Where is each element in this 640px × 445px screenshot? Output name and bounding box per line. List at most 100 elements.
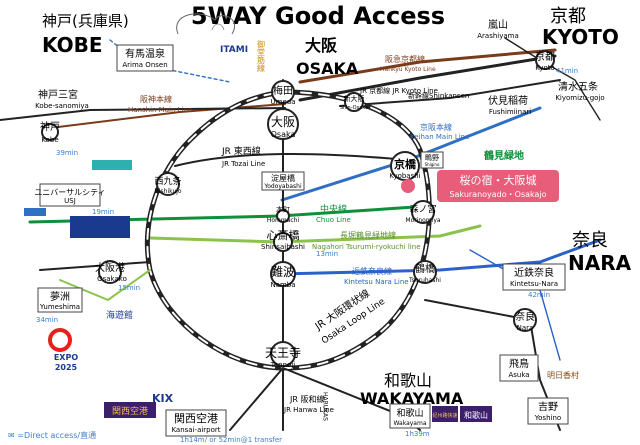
label-hanwa-en: JR Hanwa Line: [283, 406, 334, 414]
station-umeda-jp: 梅田: [273, 84, 293, 97]
station-usj-jp: ユニバーサルシティ: [34, 188, 105, 197]
station-osakako-en: Osakako: [97, 275, 127, 283]
station-asuka-en: Asuka: [508, 371, 529, 379]
time-kintetsu-nara: 42min: [528, 291, 550, 299]
station-yoshino-en: Yoshino: [534, 414, 561, 422]
station-kyoto-en: Kyoto: [535, 64, 555, 72]
landmarks: 鶴見緑地 海遊館 明日香村 HARUKAS EXPO 2025 関西空港 和歌山…: [24, 149, 579, 422]
station-kyobashi-jp: 京橋: [394, 157, 417, 171]
station-kobe-jp: 神戸: [40, 120, 60, 133]
time-tags: 41min 39min 19min 13min 42min 15min 34mi…: [36, 67, 578, 444]
station-asuka-jp: 飛鳥: [509, 357, 529, 370]
region-wakayama-en: WAKAYAMA: [360, 389, 464, 408]
usj-logo: [70, 216, 130, 238]
hotel-name-jp: 桜の宿・大阪城: [460, 173, 537, 187]
station-shinsaibashi-jp: 心斎橋: [267, 228, 300, 242]
region-wakayama-jp: 和歌山: [384, 371, 432, 390]
hanwa-line: [229, 367, 284, 431]
station-kyoto-jp: 京都: [535, 50, 555, 63]
label-hankyu-en: Hankyu Kyoto Line: [380, 66, 436, 73]
direct-access-icon: ✉: [8, 431, 15, 440]
station-tennoji-en: Tennoji: [270, 361, 295, 369]
station-osaka-jp: 大阪: [271, 115, 295, 129]
station-namba-en: Namba: [270, 281, 295, 289]
station-arima-en: Arima Onsen: [122, 61, 167, 69]
region-kobe-jp: 神戸(兵庫県): [42, 12, 129, 30]
time-yumeshima: 34min: [36, 316, 58, 324]
usj-train-icon: [92, 160, 132, 170]
label-chuo-en: Chuo Line: [316, 216, 351, 224]
region-nara-jp: 奈良: [572, 230, 608, 251]
time-wakayama: 1h39m: [405, 430, 430, 438]
station-yodoyabashi-en: Yodoyabashi: [263, 183, 302, 190]
hankyu-line: [298, 48, 557, 84]
region-kyoto-en: KYOTO: [542, 25, 619, 49]
station-nara-en: Nara: [517, 324, 534, 332]
time-kobe: 39min: [56, 149, 78, 157]
station-kobe-sannomiya-jp: 神戸三宮: [38, 88, 78, 101]
landmark-expo-year: 2025: [55, 363, 78, 372]
station-arima-jp: 有馬温泉: [125, 47, 165, 60]
label-midosuji: 御堂筋線: [257, 39, 266, 72]
station-shin-osaka-jp: 新大阪: [344, 94, 365, 103]
label-jr-kyoto: JR 京都線 JR Kyoto Line: [359, 86, 438, 95]
jr-kyoto-line: [298, 54, 557, 102]
region-kobe-en: KOBE: [42, 33, 103, 57]
expo-logo: [48, 328, 72, 352]
nagahori-line: [148, 224, 482, 244]
station-tsuruhashi-en: Tsuruhashi: [408, 277, 441, 284]
landmark-expo: EXPO: [54, 353, 78, 362]
station-osaka-en: Osaka: [271, 130, 296, 139]
station-tsuruhashi-jp: 鶴橋: [415, 262, 435, 275]
station-wakayama-jp: 和歌山: [396, 407, 423, 419]
label-jr-tozai-en: JR Tozai Line: [221, 160, 265, 168]
landmark-harukas: HARUKAS: [322, 392, 329, 421]
kix-logo: KIX: [152, 392, 174, 405]
region-osaka-en: OSAKA: [296, 59, 359, 78]
station-namba-jp: 難波: [271, 264, 295, 279]
landmark-kishu: 紀州路快速: [432, 412, 457, 419]
jr-tozai-line: [174, 152, 409, 167]
shinkansen-line: [339, 79, 561, 107]
legend: ✉ =Direct access/直通: [8, 430, 96, 441]
label-hanwa: JR 阪和線: [289, 394, 324, 404]
station-shigino-en: Shigino: [425, 162, 440, 167]
station-yumeshima-jp: 夢洲: [50, 290, 70, 303]
station-osakako-jp: 大阪港: [95, 261, 125, 274]
region-labels: 神戸(兵庫県) KOBE 大阪 OSAKA 京都 KYOTO 奈良 NARA 和…: [42, 6, 632, 408]
label-shinkansen: 新幹線Shinkansen: [408, 91, 469, 100]
label-keihan: 京阪本線: [420, 122, 452, 132]
station-kiyomizu-en: Kiyomizu-gojo: [555, 94, 604, 102]
station-umeda-en: Umeda: [271, 98, 296, 106]
station-nara-jp: 奈良: [515, 310, 535, 323]
station-nishikujo-jp: 西九条: [154, 175, 181, 187]
time-kyoto: 41min: [556, 67, 578, 75]
label-kintetsu-nara: 近鉄奈良線: [352, 266, 392, 276]
region-nara-en: NARA: [568, 251, 632, 275]
label-chuo: 中央線: [320, 203, 347, 215]
label-hanshin: 阪神本線: [140, 94, 172, 104]
label-hanshin-en: Hanshin Main Line: [128, 106, 192, 114]
station-shin-osaka-en: Shin-Osaka: [340, 105, 368, 111]
station-kintetsu-nara-en: Kintetsu-Nara: [510, 280, 558, 288]
landmark-asuka-village: 明日香村: [547, 370, 579, 380]
station-labels: 有馬温泉 Arima Onsen 神戸三宮 Kobe-sanomiya 神戸 K…: [34, 19, 605, 437]
landmark-kansai-kuko: 関西空港: [112, 405, 148, 417]
time-usj: 19min: [92, 208, 114, 216]
station-morinomiya-jp: 森ノ宮: [409, 203, 436, 215]
label-kintetsu-nara-en: Kintetsu Nara Line: [344, 278, 409, 286]
label-hankyu: 阪急京都線: [385, 54, 425, 64]
station-fushimi-jp: 伏見稲荷: [488, 94, 528, 107]
legend-text: =Direct access/直通: [17, 431, 97, 440]
label-jr-tozai: JR 東西線: [221, 145, 261, 157]
label-keihan-en: Keihan Main Line: [410, 133, 469, 141]
label-nagahori-en: Nagahori Tsurumi-ryokuchi line: [312, 243, 421, 251]
station-kobe-en: Kobe: [41, 136, 58, 144]
station-yumeshima-en: Yumeshima: [39, 303, 80, 311]
time-nara: 13min: [316, 250, 338, 258]
station-usj-en: USJ: [64, 197, 76, 205]
region-kyoto-jp: 京都: [550, 6, 586, 27]
station-markers: [41, 50, 555, 367]
landmark-wakayama-label: 和歌山: [464, 410, 488, 420]
